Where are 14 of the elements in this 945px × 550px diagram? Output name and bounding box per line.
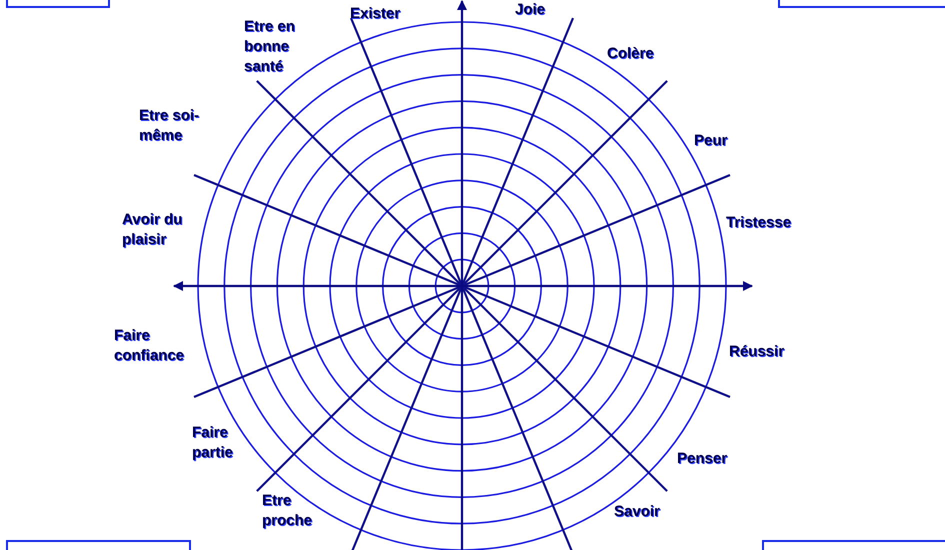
sector-label: Etre proche xyxy=(262,491,314,531)
sector-label: Colère xyxy=(607,44,655,64)
sector-label: Réussir xyxy=(729,342,786,362)
sector-label: Faire confiance xyxy=(114,326,186,366)
sector-label: Joie xyxy=(515,0,546,20)
sector-label: Etre soi-même xyxy=(139,106,200,146)
sector-label: Exister xyxy=(350,4,402,24)
sector-label: Savoir xyxy=(614,502,661,522)
sector-label: Penser xyxy=(677,449,728,469)
sector-label: Tristesse xyxy=(726,213,792,233)
sector-label: Etre en bonne santé xyxy=(244,17,296,77)
sector-label: Faire partie xyxy=(192,423,234,463)
sector-label: Avoir du plaisir xyxy=(122,210,184,250)
sector-label: Peur xyxy=(694,131,728,151)
